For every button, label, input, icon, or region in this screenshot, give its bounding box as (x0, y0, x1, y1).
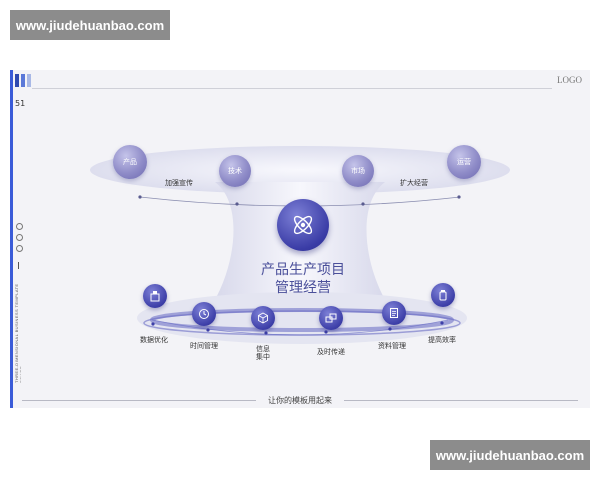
building-icon (150, 291, 160, 302)
node-data (143, 284, 167, 308)
transfer-icon (325, 313, 337, 323)
footer-subtitle: 让你的模板用起来 (268, 396, 332, 405)
slide-canvas: LOGO 51 THREE-DIMENSIONAL BUSINESS TEMPL… (10, 70, 590, 408)
footer-divider-left (22, 400, 256, 401)
node-files (382, 301, 406, 325)
jar-icon (439, 290, 447, 301)
logo: LOGO (557, 75, 582, 85)
deco-square (27, 74, 31, 87)
watermark-top: www.jiudehuanbao.com (10, 10, 170, 40)
label-file-manage: 资料管理 (378, 342, 406, 350)
label-time-manage: 时间管理 (190, 342, 218, 350)
node-product: 产品 (113, 145, 147, 179)
node-time (192, 302, 216, 326)
node-transfer (319, 306, 343, 330)
label-promotion: 加强宣传 (165, 179, 193, 187)
center-atom-node (277, 199, 329, 251)
deco-square (21, 74, 25, 87)
circle-icon (16, 234, 23, 241)
node-efficiency (431, 283, 455, 307)
circle-icon (16, 245, 23, 252)
deco-square (15, 74, 19, 87)
main-title-line1: 产品生产项目 (261, 262, 345, 278)
cube-icon (258, 312, 268, 324)
footer-divider-right (344, 400, 578, 401)
accent-bar (10, 70, 13, 408)
side-divider (18, 262, 19, 269)
label-expand: 扩大经营 (400, 179, 428, 187)
node-operation: 运营 (447, 145, 481, 179)
label-data-optimize: 数据优化 (140, 336, 168, 344)
main-title-line2: 管理经营 (275, 280, 331, 296)
document-icon (390, 308, 398, 318)
node-info (251, 306, 275, 330)
label-info-centralize: 信息集中 (256, 345, 270, 361)
page-number: 51 (15, 99, 26, 108)
atom-icon (293, 215, 313, 235)
header-divider (32, 88, 552, 89)
circle-icon (16, 223, 23, 230)
watermark-bottom: www.jiudehuanbao.com (430, 440, 590, 470)
label-timely-transfer: 及时传递 (317, 348, 345, 356)
clock-icon (199, 309, 209, 319)
label-improve-efficiency: 提高效率 (428, 336, 456, 344)
node-technology: 技术 (219, 155, 251, 187)
node-market: 市场 (342, 155, 374, 187)
